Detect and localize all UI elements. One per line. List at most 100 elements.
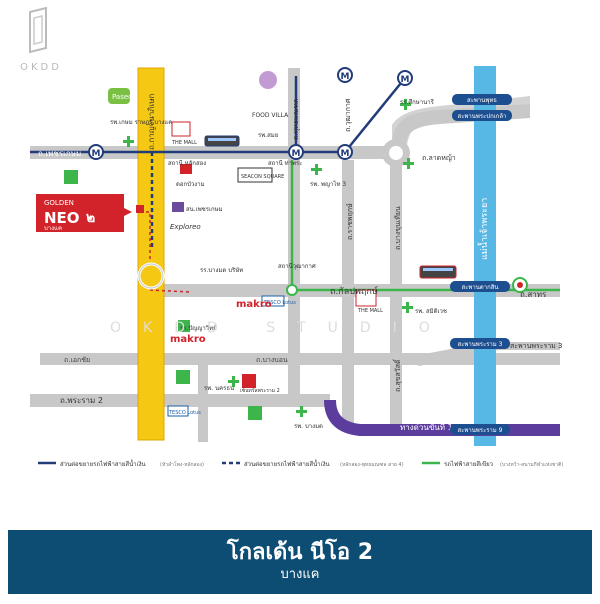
place-seacon: SEACON SQUARE <box>241 174 284 180</box>
central-icon <box>242 374 256 388</box>
hospital-icon <box>228 376 239 387</box>
place-school-b: รร.บางมด บริษัท <box>200 267 243 274</box>
project-name-number: ๒ <box>86 210 95 226</box>
project-location: บางแค <box>44 225 62 232</box>
chao-phraya-river <box>474 66 496 446</box>
mrt-station-icon: M <box>288 144 304 160</box>
hospital-icon <box>296 406 307 417</box>
svg-text:M: M <box>292 149 301 159</box>
the-mall-icon <box>171 121 191 137</box>
seven-eleven-icon <box>176 370 190 384</box>
road-bangkhunthian <box>390 160 402 425</box>
bridge-phrapokklao: สะพานพระปกเกล้า <box>458 113 507 120</box>
okdd-logo-icon <box>29 6 47 54</box>
seacon-icon <box>237 167 273 183</box>
label-river: แม่น้ำเจ้าพระยา <box>477 198 490 260</box>
tesco-icon <box>261 295 285 307</box>
road-kanchanaphisek <box>138 68 164 440</box>
label-phetkasem: ถ.เพชรเกษม <box>38 149 81 158</box>
paseo-icon <box>108 88 130 104</box>
project-name-big: NEO <box>44 209 80 227</box>
legend-blue-line-note: (หัวลำโพง-หลักสอง) <box>160 461 204 468</box>
label-ratchaphruek: ถ.ราชพฤกษ์ <box>346 203 354 240</box>
temple-icon <box>172 202 184 212</box>
road-ratchaphruek <box>342 160 354 425</box>
banner-subtitle: บางแค <box>280 567 320 582</box>
place-home: ดอกบัวงาม <box>176 181 205 188</box>
hospital-icon <box>402 302 413 313</box>
place-samitivej: รพ. สมิติเวช <box>415 308 447 315</box>
place-phayathai3: รพ. พญาไท 3 <box>310 180 346 188</box>
svg-text:M: M <box>92 149 101 159</box>
train-icon <box>204 135 240 147</box>
label-phutthamonthon: ถ.พุทธมณฑล <box>292 99 300 140</box>
label-wutthakat: ถ.วุฒากาศ <box>344 98 352 132</box>
label-lat-ya: ถ.ลาดหญ้า <box>422 154 456 162</box>
place-tesco-2: TESCO Lotus <box>168 410 201 416</box>
hospital-icon <box>123 136 134 147</box>
mrt-station-icon: M <box>337 144 353 160</box>
brand-logo-text: OKDD <box>20 62 62 73</box>
place-temple: สน.เพชรเกษม <box>186 206 223 213</box>
project-pin-icon <box>136 205 144 213</box>
bts-station-icon <box>512 277 528 293</box>
bridge-rama3: สะพานพระราม 3 <box>458 341 503 348</box>
legend-green-line-note: (บางหว้า-สนามกีฬาแห่งชาติ) <box>500 461 563 468</box>
label-highway: ทางด่วนขั้นที่ 1 <box>400 421 453 432</box>
banner-title: โกลเด้น นีโอ 2 <box>226 540 374 565</box>
legend-blue-line-label: ส่วนต่อขยายรถไฟฟ้าสายสีน้ำเงิน <box>60 458 146 468</box>
expressway <box>324 399 560 436</box>
food-villa-icon <box>259 71 277 89</box>
store-icon <box>180 164 192 174</box>
bridge-rama9: สะพานพระราม 9 <box>458 427 503 434</box>
legend-blue-dashed-note: (หลักสอง-พุทธมณฑล สาย 4) <box>340 462 404 468</box>
seven-eleven-icon <box>178 320 190 332</box>
place-nakornthon: รพ. นครธน <box>204 385 234 392</box>
place-the-mall-bangkae: THE MALL <box>171 140 197 146</box>
tesco-icon <box>167 405 189 417</box>
road-rama2 <box>30 394 330 407</box>
label-kanlapaphruek: ถ.กัลปพฤกษ์ <box>330 285 378 297</box>
mrt-station-icon: M <box>337 67 353 83</box>
project-marker <box>36 194 132 232</box>
place-hospital-a: รพ.สมย <box>258 132 278 139</box>
seven-eleven-icon <box>64 170 78 184</box>
project-banner: โกลเด้น นีโอ 2 บางแค <box>8 530 592 594</box>
place-kasemrad: รพ.เกษม ราษฎร์ บางแค <box>110 118 172 126</box>
label-ekachai: ถ.เอกชัย <box>64 356 90 364</box>
the-mall-icon <box>355 289 377 307</box>
project-name-label: GOLDEN <box>44 199 74 207</box>
svg-text:M: M <box>341 72 350 82</box>
hospital-icon <box>400 99 411 110</box>
place-tesco-1: TESCO Lotus <box>263 300 296 306</box>
legend-blue-dashed-label: ส่วนต่อขยายรถไฟฟ้าสายสีน้ำเงิน <box>244 458 330 468</box>
mrt-station-icon: M <box>397 70 413 86</box>
watermark-text: OKDD STUDIO <box>110 320 452 336</box>
mrt-station-icon: M <box>88 144 104 160</box>
place-food-villa: FOOD VILLA <box>252 112 289 119</box>
place-bangmod-hospital: รพ. บางมด <box>294 423 323 430</box>
label-rama2: ถ.พระราม 2 <box>60 396 103 405</box>
train-icon <box>419 265 457 279</box>
place-makro-1: makro <box>236 299 272 310</box>
place-paseo: Paseo <box>112 93 132 101</box>
label-bangkhunthian: ถ.บางขุนเทียน <box>394 206 402 250</box>
bridge-taksin: สะพานตากสิน <box>462 284 499 291</box>
legend-green-line-label: รถไฟฟ้าสายสีเขียว <box>444 460 493 468</box>
place-central: เซ็นทรัลพระราม 2 <box>240 386 280 394</box>
place-lak-song-station: สถานี หลักสอง <box>168 159 206 167</box>
label-sathorn: ถ.สาทร <box>520 290 547 299</box>
seven-eleven-icon <box>248 406 262 420</box>
label-bangbon: ถ.บางบอน <box>256 356 288 364</box>
label-suksawat: ถ.สุขสวัสดิ์ <box>392 358 402 392</box>
road-wutthakat <box>198 358 208 442</box>
label-rama3-road: สะพานพระราม 3 <box>510 342 562 350</box>
place-school-a: รร.ศึกษานารี <box>400 98 435 106</box>
place-explore: Exploreo <box>170 223 201 231</box>
route-arrows <box>140 211 191 293</box>
place-rcs: รร.ปัญญาวิทย์ <box>180 324 217 332</box>
hospital-icon <box>403 158 414 169</box>
place-the-mall-2: THE MALL <box>357 308 383 314</box>
